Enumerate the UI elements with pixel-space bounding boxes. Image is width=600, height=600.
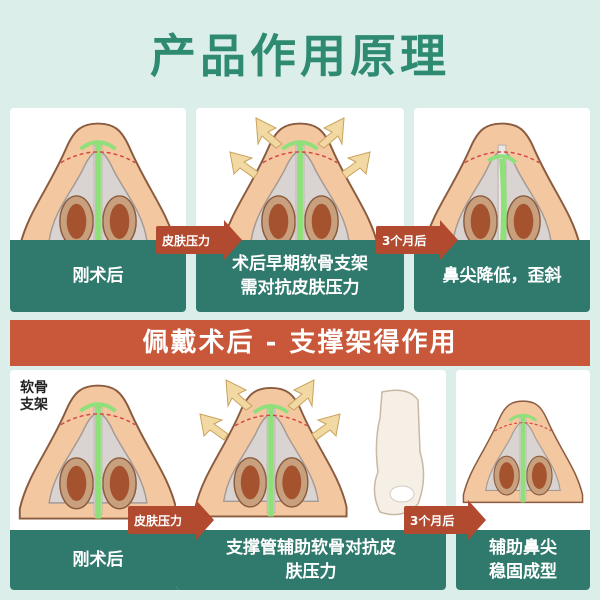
step-arrow: 3个月后 [404,500,486,540]
caption-line-1: 辅助鼻尖 [489,538,557,558]
row1-panel-3: 鼻尖降低，歪斜 [414,108,590,312]
label-line-1: 软骨 [20,380,48,396]
caption-line-2: 稳固成型 [489,562,557,582]
caption-line-2: 肤压力 [285,562,337,582]
step-arrow-label: 皮肤压力 [162,233,211,248]
label-line-2: 支架 [20,397,48,413]
pressure-arrows [229,117,371,179]
cartilage-frame-label: 软骨 支架 [20,380,48,414]
section-banner: 佩戴术后 - 支撑架得作用 [10,320,590,366]
caption-line-1: 支撑管辅助软骨对抗皮 [226,538,396,558]
row1-panel-1: 刚术后 [10,108,186,312]
pressure-arrows [199,379,341,441]
step-arrow-label: 皮肤压力 [134,513,183,528]
step-arrow-label: 3个月后 [410,513,455,528]
caption-line-1: 术后早期软骨支架 [232,254,368,274]
row1-panel-2: 术后早期软骨支架 需对抗皮肤压力 [196,108,404,312]
caption: 支撑管辅助软骨对抗皮 肤压力 [176,530,446,590]
nose-diagram [462,400,584,504]
nose-diagram [18,122,178,258]
page-title: 产品作用原理 [150,29,450,83]
step-arrow: 皮肤压力 [128,500,214,540]
caption-text: 刚术后 [72,266,124,286]
caption-text: 鼻尖降低，歪斜 [442,266,562,286]
step-arrow-label: 3个月后 [382,233,427,248]
caption: 辅助鼻尖 稳固成型 [456,530,590,590]
support-tube-image [373,389,425,516]
nose-diagram [220,122,380,258]
caption-text: 刚术后 [72,550,124,570]
row2-panel-1: 刚术后 [10,370,186,590]
row2-panel-2: 支撑管辅助软骨对抗皮 肤压力 [176,370,446,590]
caption: 鼻尖降低，歪斜 [414,240,590,312]
nose-diagram [194,387,348,518]
caption: 刚术后 [10,530,186,590]
step-arrow: 3个月后 [376,220,458,260]
nose-diagram [18,384,178,520]
step-arrow: 皮肤压力 [156,220,242,260]
caption-line-2: 需对抗皮肤压力 [240,278,360,298]
row2-panel-3: 辅助鼻尖 稳固成型 [456,370,590,590]
